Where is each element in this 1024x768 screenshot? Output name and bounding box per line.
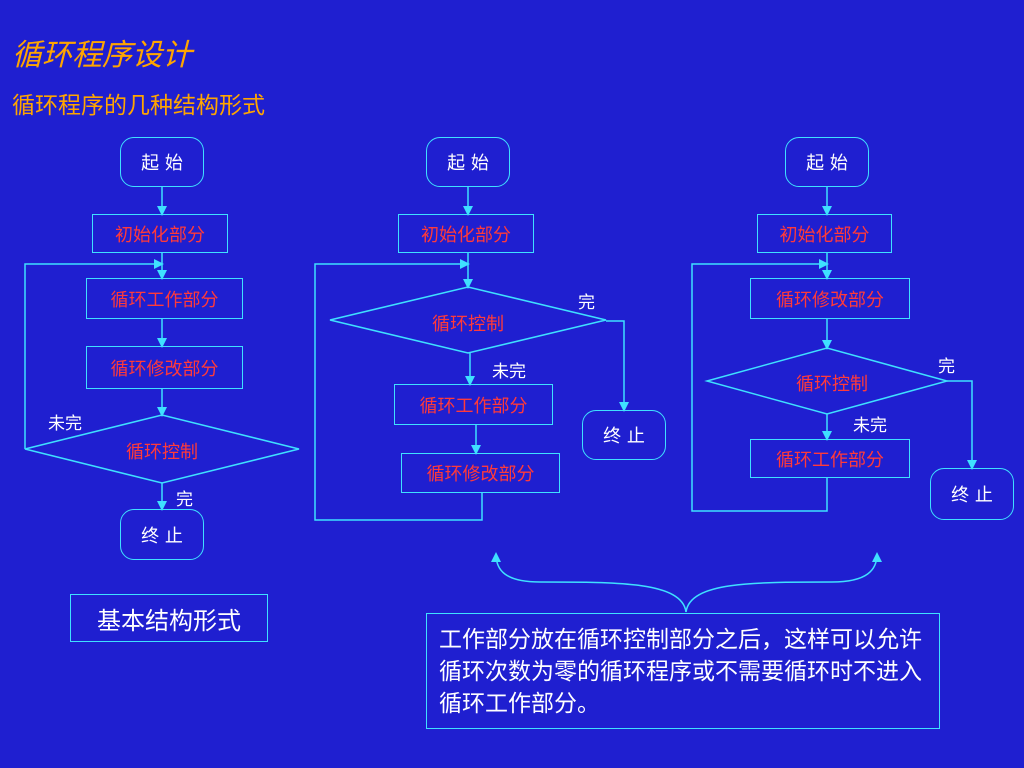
- flow2-control-diamond: [329, 286, 607, 354]
- flow1-end: 终 止: [120, 509, 204, 560]
- flow2-arrow-done-end: [606, 320, 629, 412]
- flow1-modify-box: 循环修改部分: [86, 346, 243, 389]
- flow2-start: 起 始: [426, 137, 510, 187]
- flow1-work-box: 循环工作部分: [86, 278, 243, 319]
- flow3-loop-back: [691, 259, 829, 512]
- flow3-modify-box: 循环修改部分: [750, 278, 910, 319]
- flow2-modify-box: 循环修改部分: [401, 453, 560, 493]
- flow3-done-label: 完: [938, 357, 955, 377]
- flow2-done-label: 完: [578, 293, 595, 313]
- flow3-init-box: 初始化部分: [757, 214, 892, 253]
- flow1-loop-back: [24, 259, 164, 449]
- flow3-work-box: 循环工作部分: [750, 439, 910, 478]
- page-subtitle: 循环程序的几种结构形式: [12, 93, 265, 119]
- flow1-control-diamond: [24, 414, 300, 484]
- page-title: 循环程序设计: [12, 38, 192, 73]
- flow3-not-done-label: 未完: [853, 416, 887, 436]
- explanation-note: 工作部分放在循环控制部分之后，这样可以允许循环次数为零的循环程序或不需要循环时不…: [426, 613, 940, 729]
- flow3-control-label: 循环控制: [796, 374, 868, 395]
- flow2-control-label: 循环控制: [432, 314, 504, 335]
- flow1-init-box: 初始化部分: [92, 214, 228, 253]
- brace-right-arrow: [685, 552, 882, 613]
- basic-structure-label: 基本结构形式: [70, 594, 268, 642]
- flow1-start: 起 始: [120, 137, 204, 187]
- flow3-arrow-done-end: [947, 380, 977, 470]
- flow3-end: 终 止: [930, 468, 1014, 520]
- flow3-start: 起 始: [785, 137, 869, 187]
- flow2-work-box: 循环工作部分: [394, 384, 553, 425]
- flow1-not-done-label: 未完: [48, 414, 82, 434]
- flow2-end: 终 止: [582, 410, 666, 460]
- flow2-loop-back: [314, 259, 483, 521]
- flow1-control-label: 循环控制: [126, 442, 198, 463]
- flow2-not-done-label: 未完: [492, 362, 526, 382]
- flow2-init-box: 初始化部分: [398, 214, 534, 253]
- brace-left-arrow: [491, 552, 687, 613]
- flow1-done-label: 完: [176, 490, 193, 510]
